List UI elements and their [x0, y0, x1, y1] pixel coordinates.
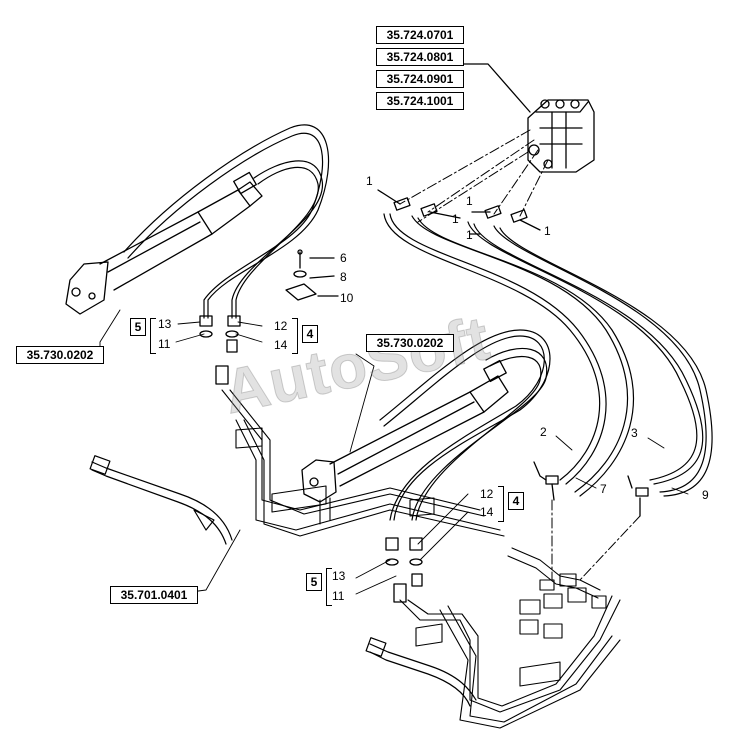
- steel-pipes-left: [221, 389, 505, 537]
- ref-leader-valve: [461, 63, 531, 113]
- group-box-4-left[interactable]: 4: [302, 325, 318, 343]
- bracket-right-group-4: [292, 318, 298, 354]
- callout-13-left: 13: [158, 317, 172, 331]
- hose-fittings-top: [393, 197, 528, 223]
- callout-1a: 1: [366, 174, 373, 188]
- fittings-left: [199, 315, 241, 385]
- callout-leaders: [99, 309, 689, 597]
- bracket-right-group-4-center: [498, 486, 504, 522]
- callout-13-center: 13: [332, 569, 346, 583]
- callout-1d: 1: [544, 224, 551, 238]
- callout-9: 9: [702, 488, 709, 502]
- callout-10: 10: [340, 291, 354, 305]
- group-box-5-center[interactable]: 5: [306, 573, 322, 591]
- ref-box-valve-1001[interactable]: 35.724.1001: [376, 92, 464, 110]
- group-box-5-left[interactable]: 5: [130, 318, 146, 336]
- hoses-long: [383, 213, 713, 497]
- callout-1e: 1: [466, 228, 473, 242]
- callout-6: 6: [340, 251, 347, 265]
- callout-2: 2: [540, 425, 547, 439]
- ref-box-left-cylinder[interactable]: 35.730.0202: [16, 346, 104, 364]
- hose-lower-left: [89, 455, 233, 545]
- callout-11-left: 11: [158, 337, 171, 351]
- ref-box-valve-0701[interactable]: 35.724.0701: [376, 26, 464, 44]
- hose-bottom: [365, 637, 477, 707]
- callout-14-center: 14: [480, 505, 494, 519]
- hoses-center: [379, 329, 551, 521]
- left-cylinder: [65, 171, 263, 315]
- callout-12-left: 12: [274, 319, 288, 333]
- callout-1b: 1: [452, 212, 459, 226]
- ref-box-center-cylinder[interactable]: 35.730.0202: [366, 334, 454, 352]
- callout-11-center: 11: [332, 589, 345, 603]
- callout-12-center: 12: [480, 487, 494, 501]
- group-box-4-center[interactable]: 4: [508, 492, 524, 510]
- hoses-left-loop: [123, 124, 330, 319]
- leader-1d: [519, 219, 541, 231]
- ref-box-valve-0901[interactable]: 35.724.0901: [376, 70, 464, 88]
- callout-7: 7: [600, 482, 607, 496]
- leader-1b: [429, 211, 461, 219]
- callout-14-left: 14: [274, 338, 288, 352]
- hose-fittings-lower: [533, 461, 649, 581]
- control-valve: [527, 99, 595, 173]
- ref-box-valve-0801[interactable]: 35.724.0801: [376, 48, 464, 66]
- callout-3: 3: [631, 426, 638, 440]
- bracket-left-group-5-center: [326, 568, 332, 606]
- callout-8: 8: [340, 270, 347, 284]
- fittings-center: [385, 537, 423, 603]
- center-cylinder: [301, 359, 509, 503]
- ref-box-pipe[interactable]: 35.701.0401: [110, 586, 198, 604]
- bracket-left-group-5: [150, 318, 156, 354]
- callout-1c: 1: [466, 194, 473, 208]
- steel-pipes-right: [399, 547, 621, 729]
- bolt-washer-plate: [285, 249, 339, 301]
